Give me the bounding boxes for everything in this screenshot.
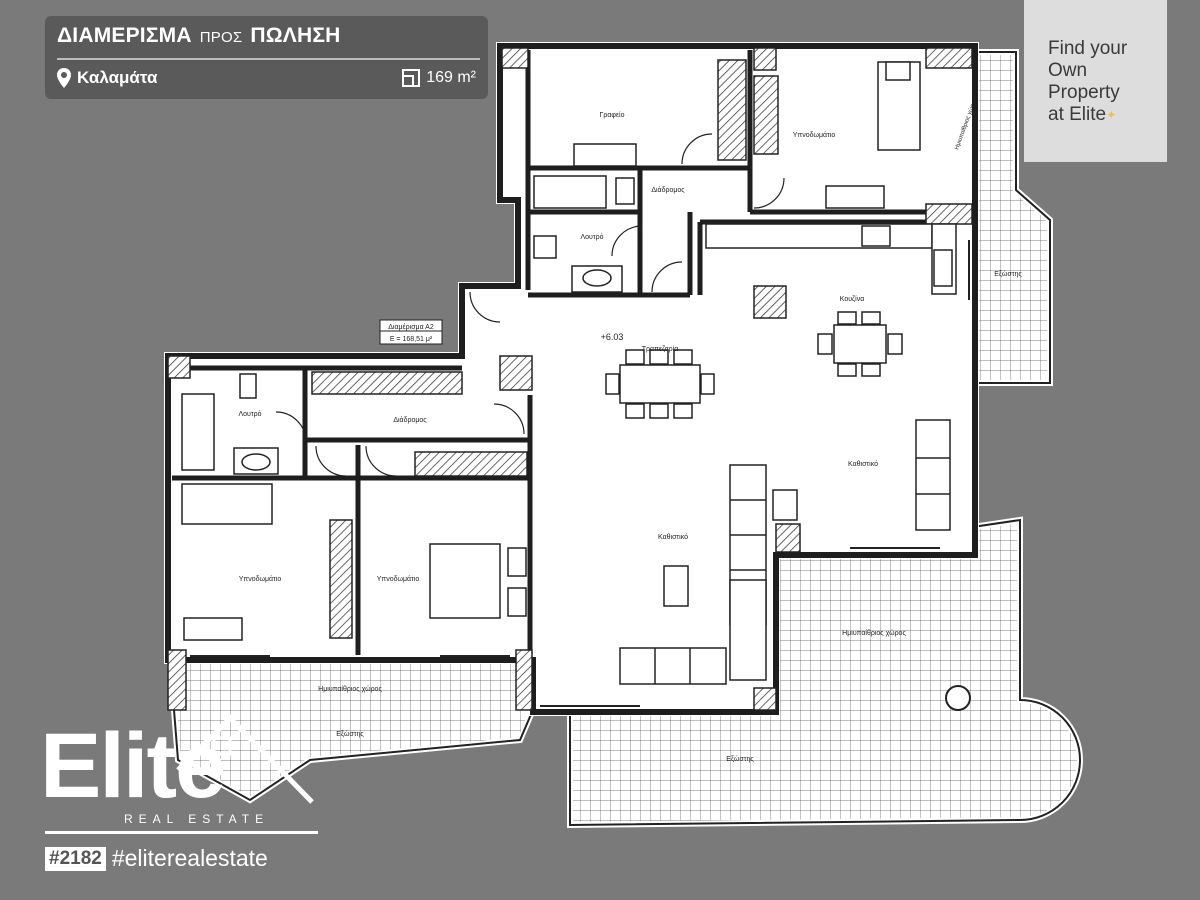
terrace-left xyxy=(166,657,535,804)
level-mark: +6.03 xyxy=(601,332,624,342)
area-text: 169 m² xyxy=(426,69,476,86)
promo-line1: Find your xyxy=(1048,38,1128,59)
promo-line2: Own xyxy=(1048,60,1088,81)
hashtag: #eliterealestate xyxy=(111,845,268,871)
floor-area-icon xyxy=(402,69,421,87)
promo-sparkle-icon: ✦ xyxy=(1106,108,1117,122)
title-main: ΔΙΑΜΕΡΙΣΜΑ xyxy=(57,24,192,47)
listing-id: #2182 xyxy=(45,846,106,871)
info-line2: Ε = 168,51 μ² xyxy=(390,336,433,343)
promo-text: Find your Own Property at Elite✦ xyxy=(1048,38,1127,126)
label-dining: Τραπεζαρία xyxy=(642,345,679,353)
label-living-right: Καθιστικό xyxy=(848,460,878,468)
listing-title: ΔΙΑΜΕΡΙΣΜΑ ΠΡΟΣ ΠΩΛΗΣΗ xyxy=(57,24,341,48)
promo-line4: at Elite xyxy=(1048,104,1107,125)
title-mid: ΠΡΟΣ xyxy=(199,29,243,46)
header-divider xyxy=(57,58,480,60)
label-semi-right: Ημιυπαίθριος χώρος xyxy=(842,629,906,637)
interior-walls xyxy=(172,50,960,660)
window-tracks xyxy=(190,240,970,707)
logo-underline xyxy=(45,831,318,834)
label-terrace-left: Εξώστης xyxy=(336,730,364,738)
label-corridor-top: Διάδρομος xyxy=(651,186,685,194)
logo-subtitle: REAL ESTATE xyxy=(124,812,270,826)
map-pin-icon xyxy=(57,68,71,88)
promo-line3: Property xyxy=(1048,82,1120,103)
label-corridor-left: Διάδρομος xyxy=(393,416,427,424)
label-office: Γραφείο xyxy=(600,111,625,119)
label-semi-left: Ημιυπαίθριος χώρος xyxy=(318,685,382,693)
label-bedroom-mid: Υπνοδωμάτιο xyxy=(377,575,420,583)
label-bedroom-left: Υπνοδωμάτιο xyxy=(239,575,282,583)
terrace-bottom xyxy=(567,516,1083,829)
promo-box: Find your Own Property at Elite✦ xyxy=(1024,0,1167,162)
logo-house-icon xyxy=(176,714,314,804)
listing-header: ΔΙΑΜΕΡΙΣΜΑ ΠΡΟΣ ΠΩΛΗΣΗ Καλαμάτα 169 m² xyxy=(45,16,488,99)
info-line1: Διαμέρισμα Α2 xyxy=(388,323,434,331)
area: 169 m² xyxy=(402,69,476,87)
planter xyxy=(945,685,971,711)
label-terrace-right: Εξώστης xyxy=(994,270,1022,278)
label-bath-top: Λουτρό xyxy=(580,233,603,241)
label-terrace-bottom: Εξώστης xyxy=(726,755,754,763)
listing-tag: #2182 #eliterealestate xyxy=(45,845,268,872)
furniture xyxy=(181,61,957,685)
location: Καλαμάτα xyxy=(57,68,157,88)
title-end: ΠΩΛΗΣΗ xyxy=(250,24,341,47)
wardrobes xyxy=(311,59,779,639)
location-text: Καλαμάτα xyxy=(77,68,158,87)
label-bath-left: Λουτρό xyxy=(238,410,261,418)
label-kitchen: Κουζίνα xyxy=(840,295,865,303)
label-bedroom-top: Υπνοδωμάτιο xyxy=(793,131,836,139)
apartment-info-box: Διαμέρισμα Α2 Ε = 168,51 μ² xyxy=(379,319,443,345)
doors xyxy=(275,133,785,477)
logo-wordmark: Elite xyxy=(40,715,226,817)
room-labels: Γραφείο Υπνοδωμάτιο Διάδρομος Λουτρό Κου… xyxy=(238,97,1022,763)
label-living-center: Καθιστικό xyxy=(658,533,688,541)
